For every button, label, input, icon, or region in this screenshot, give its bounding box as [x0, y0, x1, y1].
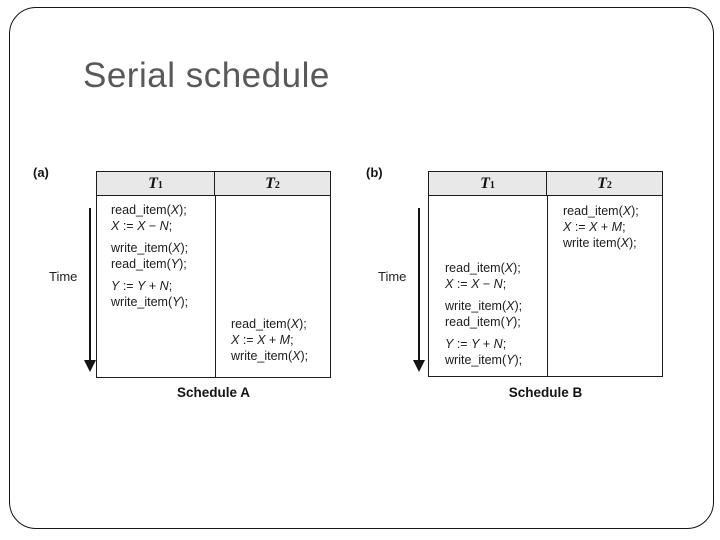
time-arrow-head [413, 360, 425, 372]
operation: read_item(X); [445, 261, 521, 275]
t2-symbol: T [265, 174, 275, 192]
t1-symbol: T [148, 174, 158, 192]
column-divider [215, 196, 216, 377]
time-arrow-icon [413, 208, 425, 372]
time-arrow-line [89, 208, 91, 362]
operation: read_item(Y); [445, 315, 521, 329]
operation: Y := Y + N; [445, 337, 507, 351]
t2-subscript: 2 [274, 180, 280, 191]
operation: read_item(X); [231, 317, 307, 331]
slide-border [9, 7, 714, 529]
t2-subscript: 2 [606, 180, 612, 191]
op-group: read_item(X); X := X + M; write item(X); [563, 203, 639, 251]
operation: write_item(Y); [445, 353, 523, 367]
operation: X := X + M; [563, 220, 626, 234]
operation: write_item(X); [111, 241, 189, 255]
operation: write_item(Y); [111, 295, 189, 309]
operation: write_item(X); [445, 299, 523, 313]
operation: X := X − N; [445, 277, 507, 291]
operation: read_item(X); [111, 203, 187, 217]
time-label-a: Time [49, 269, 78, 284]
time-arrow-head [84, 360, 96, 372]
t2-operations-a: read_item(X); X := X + M; write_item(X); [231, 316, 308, 370]
t1-subscript: 1 [157, 180, 163, 191]
op-group: read_item(X); X := X + M; write_item(X); [231, 316, 308, 364]
op-group: Y := Y + N; write_item(Y); [111, 278, 188, 310]
t2-operations-b: read_item(X); X := X + M; write item(X); [563, 203, 639, 257]
operation: read_item(Y); [111, 257, 187, 271]
op-group: write_item(X); read_item(Y); [111, 240, 188, 272]
operation: write_item(X); [231, 349, 309, 363]
page-title: Serial schedule [83, 56, 330, 95]
caption-schedule-b: Schedule B [508, 385, 583, 400]
operation: X := X + M; [231, 333, 294, 347]
time-arrow-line [418, 208, 420, 362]
column-divider [547, 196, 548, 376]
operation: X := X − N; [111, 219, 173, 233]
t1-symbol: T [480, 174, 490, 192]
t2-symbol: T [597, 174, 607, 192]
op-group: read_item(X); X := X − N; [111, 202, 188, 234]
figure-a-tag: (a) [33, 165, 49, 180]
operation: Y := Y + N; [111, 279, 173, 293]
figure-b-tag: (b) [366, 165, 383, 180]
t1-subscript: 1 [489, 180, 495, 191]
time-arrow-icon [84, 208, 96, 372]
op-group: write_item(X); read_item(Y); [445, 298, 522, 330]
op-group: read_item(X); X := X − N; [445, 260, 522, 292]
operation: write item(X); [563, 236, 637, 250]
op-group: Y := Y + N; write_item(Y); [445, 336, 522, 368]
time-label-b: Time [378, 269, 407, 284]
t1-operations-b: read_item(X); X := X − N; write_item(X);… [445, 260, 522, 374]
caption-schedule-a: Schedule A [176, 385, 251, 400]
t1-operations-a: read_item(X); X := X − N; write_item(X);… [111, 202, 188, 316]
operation: read_item(X); [563, 204, 639, 218]
